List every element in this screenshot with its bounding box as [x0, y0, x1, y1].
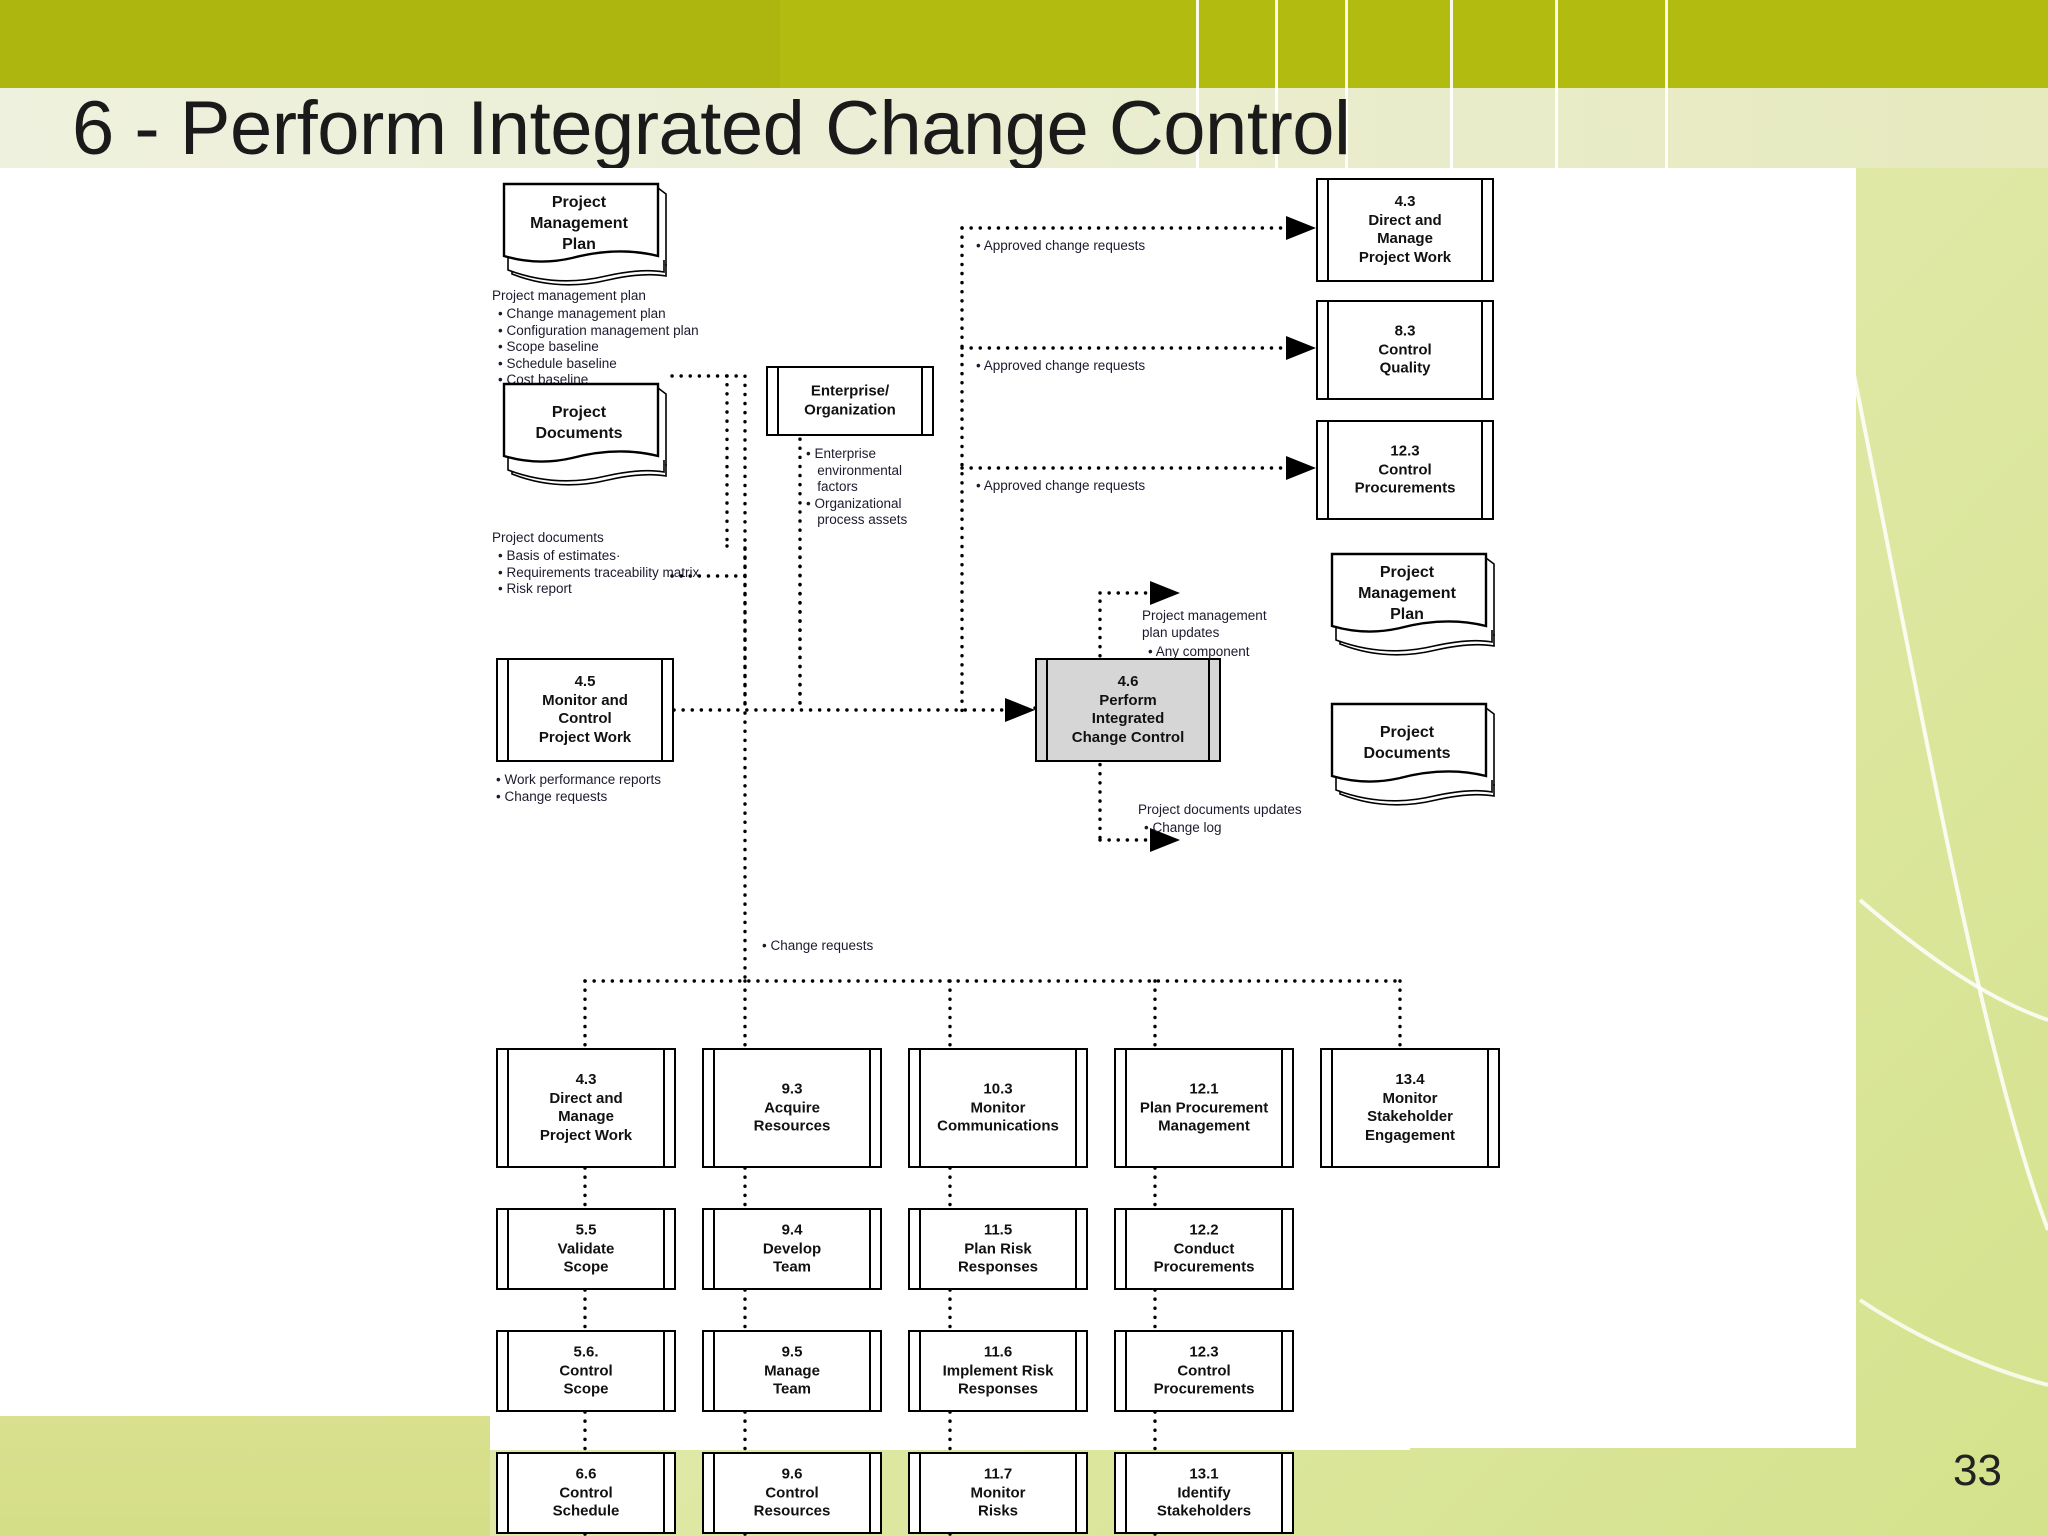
band-divider-5	[1555, 0, 1558, 168]
box-label: 12.1 Plan Procurement Management	[1139, 1080, 1269, 1135]
output-project-management-plan-doc: Project Management Plan	[1326, 550, 1504, 658]
arrowhead	[1286, 336, 1316, 360]
enterprise-bullets: • Enterprise environmental factors • Org…	[806, 446, 908, 527]
doc-label: Project Management Plan	[1358, 564, 1456, 623]
output-box-control-procurements: 12.3 Control Procurements	[1316, 420, 1494, 520]
grid-box-11-6: 11.6 Implement Risk Responses	[908, 1330, 1088, 1412]
grid-box-13-4: 13.4 Monitor Stakeholder Engagement	[1320, 1048, 1500, 1168]
grid-box-4-3: 4.3 Direct and Manage Project Work	[496, 1048, 676, 1168]
grid-box-12-1: 12.1 Plan Procurement Management	[1114, 1048, 1294, 1168]
input-project-management-plan-doc: Project Management Plan	[498, 180, 676, 288]
box-label: 4.3 Direct and Manage Project Work	[1358, 193, 1452, 266]
grid-box-12-2: 12.2 Conduct Procurements	[1114, 1208, 1294, 1290]
arrowhead	[1005, 698, 1035, 722]
doc-label: Project Documents	[535, 404, 623, 442]
band-divider-1	[1196, 0, 1199, 168]
flow-label-approved-change-requests-2: • Approved change requests	[976, 358, 1146, 373]
grid-box-9-6: 9.6 Control Resources	[702, 1452, 882, 1534]
input-enterprise-organization-box: Enterprise/ Organization	[766, 366, 934, 436]
doc-label: Project Documents	[1363, 724, 1451, 762]
box-label: 11.7 Monitor Risks	[970, 1465, 1026, 1520]
doc-label: Project Management Plan	[530, 194, 628, 253]
grid-box-13-1: 13.1 Identify Stakeholders	[1114, 1452, 1294, 1534]
grid-box-10-3: 10.3 Monitor Communications	[908, 1048, 1088, 1168]
pm-plan-caption: Project management plan	[492, 288, 646, 303]
title-band	[0, 88, 2048, 168]
box-label: 9.4 Develop Team	[762, 1221, 822, 1276]
pm-plan-bullets: • Change management plan • Configuration…	[498, 306, 699, 387]
header-band-left	[0, 0, 780, 88]
grid-box-5-5: 5.5 Validate Scope	[496, 1208, 676, 1290]
box-label: 11.6 Implement Risk Responses	[942, 1343, 1054, 1398]
box-label: 6.6 Control Schedule	[552, 1465, 620, 1520]
input-project-documents-doc: Project Documents	[498, 380, 676, 488]
flow-label-change-requests: • Change requests	[762, 938, 874, 953]
page-title: 6 - Perform Integrated Change Control	[72, 86, 1351, 171]
project-docs-bullets: • Basis of estimates· • Requirements tra…	[498, 548, 700, 596]
grid-box-11-5: 11.5 Plan Risk Responses	[908, 1208, 1088, 1290]
band-divider-6	[1665, 0, 1668, 168]
page-number: 33	[1953, 1446, 2002, 1495]
output-project-documents-doc: Project Documents	[1326, 700, 1504, 808]
input-monitor-control-project-work-box: 4.5 Monitor and Control Project Work	[496, 658, 674, 762]
band-divider-4	[1450, 0, 1453, 168]
flow-label-approved-change-requests-1: • Approved change requests	[976, 238, 1146, 253]
box-label: 13.1 Identify Stakeholders	[1156, 1465, 1252, 1520]
grid-box-9-4: 9.4 Develop Team	[702, 1208, 882, 1290]
arrowhead	[1286, 216, 1316, 240]
pm-plan-updates-caption: Project management plan updates	[1142, 608, 1267, 640]
arrowhead	[1286, 456, 1316, 480]
band-divider-2	[1275, 0, 1278, 168]
box-label: 12.3 Control Procurements	[1354, 442, 1456, 497]
box-label: 9.3 Acquire Resources	[753, 1080, 831, 1135]
box-label: 8.3 Control Quality	[1378, 322, 1432, 377]
flow-label-approved-change-requests-3: • Approved change requests	[976, 478, 1146, 493]
monitor-control-bullets: • Work performance reports • Change requ…	[496, 772, 662, 804]
box-label: 10.3 Monitor Communications	[937, 1080, 1059, 1135]
output-box-direct-manage-project-work: 4.3 Direct and Manage Project Work	[1316, 178, 1494, 282]
footer-wedge	[0, 1416, 490, 1536]
pmbok-data-flow-diagram: Project Management Plan Project manageme…	[0, 168, 1856, 1536]
pm-plan-updates-bullets: • Any component	[1148, 644, 1250, 659]
box-label: 12.3 Control Procurements	[1153, 1343, 1255, 1398]
main-process-perform-integrated-change-control: 4.6 Perform Integrated Change Control	[1035, 658, 1221, 762]
project-docs-caption: Project documents	[492, 530, 604, 545]
box-label: 9.5 Manage Team	[764, 1343, 820, 1398]
grid-box-12-3: 12.3 Control Procurements	[1114, 1330, 1294, 1412]
grid-box-6-6: 6.6 Control Schedule	[496, 1452, 676, 1534]
output-box-control-quality: 8.3 Control Quality	[1316, 300, 1494, 400]
grid-box-9-5: 9.5 Manage Team	[702, 1330, 882, 1412]
box-label: 5.5 Validate Scope	[557, 1221, 615, 1276]
box-label: 11.5 Plan Risk Responses	[957, 1221, 1039, 1276]
box-label: 4.3 Direct and Manage Project Work	[539, 1071, 633, 1144]
grid-box-11-7: 11.7 Monitor Risks	[908, 1452, 1088, 1534]
arrowhead	[1150, 581, 1180, 605]
box-label: 9.6 Control Resources	[753, 1465, 831, 1520]
project-docs-updates-bullets: • Change log	[1144, 820, 1222, 835]
box-label: 4.5 Monitor and Control Project Work	[538, 673, 632, 746]
box-label: Enterprise/ Organization	[804, 382, 896, 419]
box-label: 4.6 Perform Integrated Change Control	[1071, 673, 1185, 746]
band-divider-3	[1345, 0, 1348, 168]
box-label: 12.2 Conduct Procurements	[1153, 1221, 1255, 1276]
box-label: 5.6. Control Scope	[559, 1343, 613, 1398]
project-docs-updates-caption: Project documents updates	[1138, 802, 1302, 817]
grid-box-5-6: 5.6. Control Scope	[496, 1330, 676, 1412]
box-label: 13.4 Monitor Stakeholder Engagement	[1364, 1071, 1455, 1144]
grid-box-9-3: 9.3 Acquire Resources	[702, 1048, 882, 1168]
